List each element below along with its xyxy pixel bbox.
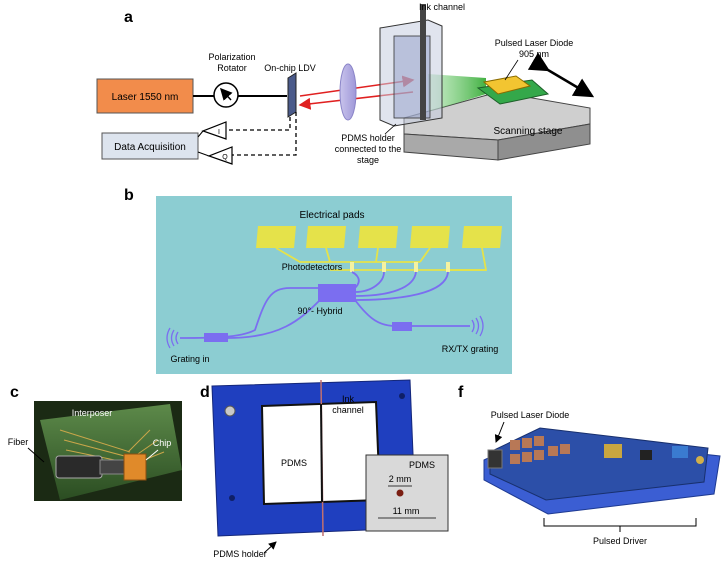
pdms-label-1: PDMS holder (341, 133, 395, 143)
pdms-label-3: stage (357, 155, 379, 165)
ink-channel-label: Ink channel (419, 2, 465, 12)
daq-label: Data Acquisition (114, 142, 186, 153)
driver-brace (543, 518, 697, 532)
driver-label: Pulsed Driver (593, 536, 647, 546)
amp-i-label: I (218, 129, 220, 136)
pad-traces (275, 247, 488, 271)
pld-label-1: Pulsed Laser Diode (495, 38, 574, 48)
stage-side (497, 123, 591, 161)
inset-e (365, 454, 449, 532)
polarization-label-1: Polarization (208, 52, 255, 62)
pld-label-2: 905 nm (519, 49, 549, 59)
pdms-holder-back (379, 19, 443, 127)
panel-c: c Interposer Fiber Chip (8, 384, 182, 501)
panel-c-letter: c (10, 384, 19, 401)
holder-leader (263, 541, 277, 554)
fiber-ferrule (99, 459, 125, 475)
pld-leader (504, 59, 519, 81)
panel-f: f Pulsed Laser Diode Pulsed Driver (458, 384, 721, 546)
fiber-label: Fiber (8, 437, 29, 447)
ink-label-1: Ink (342, 394, 355, 404)
screw-1 (224, 405, 236, 417)
panel-a: a Laser 1550 nm Data Acquisition Polariz… (96, 2, 595, 165)
amp-q-wire (197, 151, 210, 157)
pad-4 (410, 226, 450, 248)
pad-2 (306, 226, 346, 248)
laser-label: Laser 1550 nm (112, 92, 179, 103)
amp-i-wire (197, 130, 204, 138)
splitter-1 (204, 333, 228, 342)
pdms-label-2: connected to the (335, 144, 402, 154)
driver-components (510, 436, 704, 464)
ldv-label: On-chip LDV (264, 63, 316, 73)
grating-in-label: Grating in (170, 354, 209, 364)
fiber-leader (27, 447, 45, 463)
ink-label-2: channel (332, 405, 364, 415)
pad-5 (462, 226, 502, 248)
laser-diode-module (487, 449, 503, 469)
panel-f-letter: f (458, 384, 464, 401)
hole-1 (399, 393, 405, 399)
chip-leader (145, 449, 159, 461)
hybrid-label: 90°- Hybrid (297, 306, 342, 316)
pld-f-leader (494, 421, 505, 443)
scan-arrow (527, 52, 595, 98)
ink-channel-dark (320, 403, 323, 503)
panel-d: d Ink channel PDMS PDMS holder (200, 379, 417, 559)
pdms-e-label: PDMS (409, 460, 435, 470)
dim-2mm-label: 2 mm (389, 474, 412, 484)
rxtx-label: RX/TX grating (442, 344, 499, 354)
panel-b: b Electrical pads Photodetectors (124, 187, 512, 374)
rxtx-grating-icon (471, 315, 484, 337)
amp-q (207, 146, 233, 165)
pads-label: Electrical pads (299, 210, 364, 221)
panel-a-letter: a (124, 9, 133, 26)
hybrid-block (318, 284, 356, 302)
rotator-arrow (219, 87, 233, 101)
splitter-2 (392, 322, 412, 331)
panel-e: e PDMS 2 mm 11 mm (352, 454, 449, 532)
panel-d-letter: d (200, 384, 210, 401)
grating-in-icon (166, 327, 179, 349)
amp-q-label: Q (222, 154, 228, 161)
amp-i (201, 121, 227, 140)
hole-dot (396, 489, 404, 497)
holder-label: PDMS holder (213, 549, 267, 559)
pdms-leader (384, 123, 397, 135)
dim-11mm-label: 11 mm (393, 506, 420, 516)
chip-label: Chip (153, 438, 172, 448)
photodetector-3 (414, 262, 418, 272)
photodetector-1 (350, 262, 354, 272)
pad-3 (358, 226, 398, 248)
chip-die (123, 453, 147, 481)
polarization-label-2: Rotator (217, 63, 247, 73)
laser-box (96, 78, 194, 114)
panel-e-letter: e (352, 459, 361, 476)
pdms-d-label: PDMS (281, 458, 307, 468)
panel-b-letter: b (124, 187, 134, 204)
photodetector-4 (446, 262, 450, 272)
photodetector-2 (382, 262, 386, 272)
stage-label: Scanning stage (494, 126, 563, 137)
dashed-line-i (226, 117, 291, 131)
ink-channel-tube (420, 4, 426, 120)
fiber-connector (55, 455, 103, 479)
dashed-line-q (232, 112, 297, 156)
interposer-label: Interposer (72, 408, 113, 418)
ldv-chip (287, 72, 297, 118)
photodetectors-label: Photodetectors (282, 262, 343, 272)
pad-1 (256, 226, 296, 248)
lens (339, 63, 357, 121)
driver-pcb (489, 427, 709, 501)
pld-f-label: Pulsed Laser Diode (491, 410, 570, 420)
hole-2 (229, 495, 235, 501)
daq-box (101, 132, 199, 160)
